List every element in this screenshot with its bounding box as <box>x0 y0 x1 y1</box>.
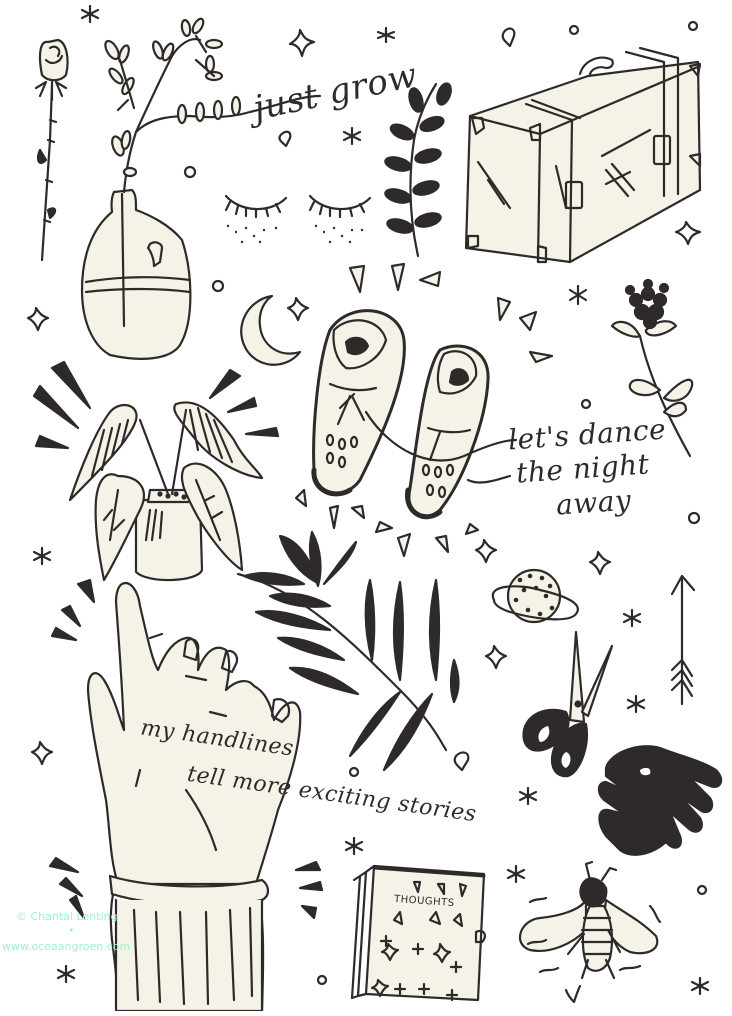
watermark-author: © Chantal Lenting <box>16 910 118 923</box>
hand-icon <box>86 582 302 1013</box>
closed-eyes-icon <box>224 194 372 244</box>
decorations <box>26 4 710 996</box>
bee-icon <box>519 860 662 1004</box>
potted-plant-icon <box>68 401 264 582</box>
watermark-website: www.oceaangroen.com <box>2 940 131 953</box>
vase-with-branch-icon <box>80 17 322 360</box>
planet-icon <box>491 568 579 624</box>
crescent-moon-icon <box>240 294 302 366</box>
suitcase-icon <box>464 46 702 264</box>
palm-leaf-icon <box>236 530 460 772</box>
flower-icon <box>610 278 694 458</box>
plant-spikes <box>32 360 324 920</box>
fern-sprig-icon <box>384 82 452 258</box>
watermark-separator: • <box>68 924 75 937</box>
monstera-leaf-icon <box>597 745 723 856</box>
lets-dance-lettering-line3: away <box>554 483 633 522</box>
rose-icon <box>34 38 69 262</box>
shoes-icon <box>311 309 518 520</box>
shoe-sparkles <box>294 262 554 558</box>
notebook-icon <box>350 864 486 1002</box>
scissors-icon <box>522 630 614 778</box>
arrow-icon <box>670 574 696 706</box>
